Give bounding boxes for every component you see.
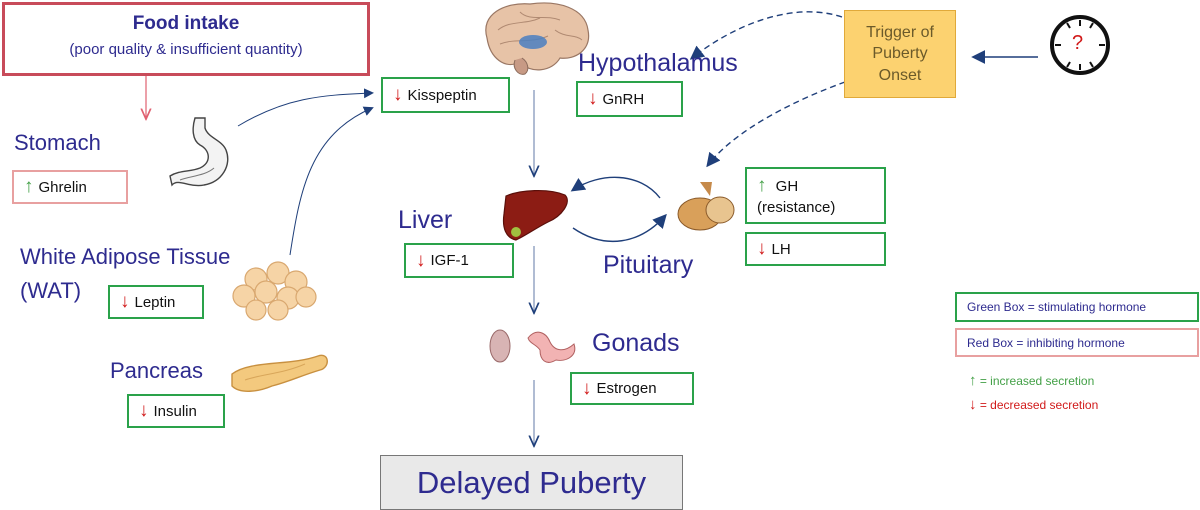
estrogen-box: ↓ Estrogen — [570, 372, 694, 405]
down-arrow-icon: ↓ — [588, 88, 598, 109]
food-intake-title: Food intake — [132, 13, 240, 34]
delayed-puberty-label: Delayed Puberty — [416, 464, 647, 500]
trigger-to-hypothalamus-arrow — [689, 11, 843, 60]
brain-icon — [485, 2, 590, 75]
legend-green-box: Green Box = stimulating hormone — [955, 292, 1199, 322]
legend-down-label: = decreased secretion — [979, 398, 1099, 412]
ghrelin-label: Ghrelin — [38, 178, 87, 196]
gh-note: (resistance) — [757, 199, 836, 216]
down-arrow-icon: ↓ — [757, 238, 767, 259]
legend-red-box: Red Box = inhibiting hormone — [955, 328, 1199, 357]
delayed-puberty-box: Delayed Puberty — [380, 455, 683, 510]
stomach-icon — [169, 117, 229, 187]
gnrh-label: GnRH — [602, 90, 645, 108]
up-arrow-icon: ↑ — [24, 176, 34, 197]
lh-box: ↓ LH — [745, 232, 886, 266]
trigger-line3: Onset — [878, 66, 922, 84]
ghrelin-box: ↑ Ghrelin — [12, 170, 128, 204]
igf1-label: IGF-1 — [430, 252, 469, 269]
liver-icon — [502, 190, 568, 241]
stomach-label: Stomach — [14, 130, 101, 155]
lh-label: LH — [771, 240, 791, 258]
trigger-to-pituitary-arrow — [706, 81, 846, 168]
kisspeptin-label: Kisspeptin — [407, 86, 477, 104]
up-arrow-icon: ↑ — [757, 175, 767, 196]
estrogen-label: Estrogen — [596, 380, 657, 397]
down-arrow-icon: ↓ — [582, 377, 592, 399]
legend-up-label: = increased secretion — [979, 374, 1095, 388]
insulin-label: Insulin — [153, 402, 197, 420]
hypothalamus-label: Hypothalamus — [578, 49, 738, 77]
kisspeptin-box: ↓ Kisspeptin — [381, 77, 510, 113]
up-arrow-icon: ↑ — [969, 372, 977, 389]
legend-down-row: ↓ = decreased secretion — [969, 396, 1098, 413]
legend-up-row: ↑ = increased secretion — [969, 372, 1094, 389]
gonads-label: Gonads — [592, 329, 680, 357]
down-arrow-icon: ↓ — [139, 400, 149, 421]
wat-label-line2: (WAT) — [20, 278, 82, 303]
legend-green-label: Green Box = stimulating hormone — [967, 300, 1147, 314]
gh-label: GH — [775, 178, 799, 195]
igf1-box: ↓ IGF-1 — [404, 243, 514, 278]
pancreas-icon — [231, 354, 328, 392]
gh-box: ↑ GH (resistance) — [745, 167, 886, 224]
pancreas-label: Pancreas — [110, 358, 203, 383]
fat-cells-icon — [232, 261, 317, 321]
down-arrow-icon: ↓ — [120, 291, 130, 312]
clock-question-mark: ? — [1072, 32, 1084, 54]
wat-to-kisspeptin-arrow — [289, 106, 374, 256]
leptin-label: Leptin — [134, 293, 176, 311]
leptin-box: ↓ Leptin — [108, 285, 204, 319]
down-arrow-icon: ↓ — [416, 249, 426, 271]
pituitary-icon — [677, 182, 735, 231]
gnrh-box: ↓ GnRH — [576, 81, 683, 117]
legend-red-label: Red Box = inhibiting hormone — [967, 335, 1125, 350]
pituitary-to-liver-arrow — [570, 176, 661, 199]
food-intake-subtitle: (poor quality & insufficient quantity) — [69, 41, 303, 58]
clock-icon — [1050, 15, 1110, 75]
trigger-line2: Puberty — [872, 45, 928, 63]
down-arrow-icon: ↓ — [969, 396, 977, 413]
insulin-box: ↓ Insulin — [127, 394, 225, 428]
gonads-icon — [489, 329, 576, 363]
stomach-to-kisspeptin-arrow — [237, 88, 374, 127]
liver-to-pituitary-arrow — [572, 213, 667, 242]
trigger-box: Trigger of Puberty Onset — [844, 10, 956, 98]
down-arrow-icon: ↓ — [393, 84, 403, 105]
pituitary-label: Pituitary — [603, 251, 694, 279]
trigger-line1: Trigger of — [866, 23, 934, 41]
wat-label-line1: White Adipose Tissue — [20, 244, 231, 269]
food-intake-box: Food intake (poor quality & insufficient… — [2, 2, 370, 76]
liver-label: Liver — [398, 206, 453, 234]
